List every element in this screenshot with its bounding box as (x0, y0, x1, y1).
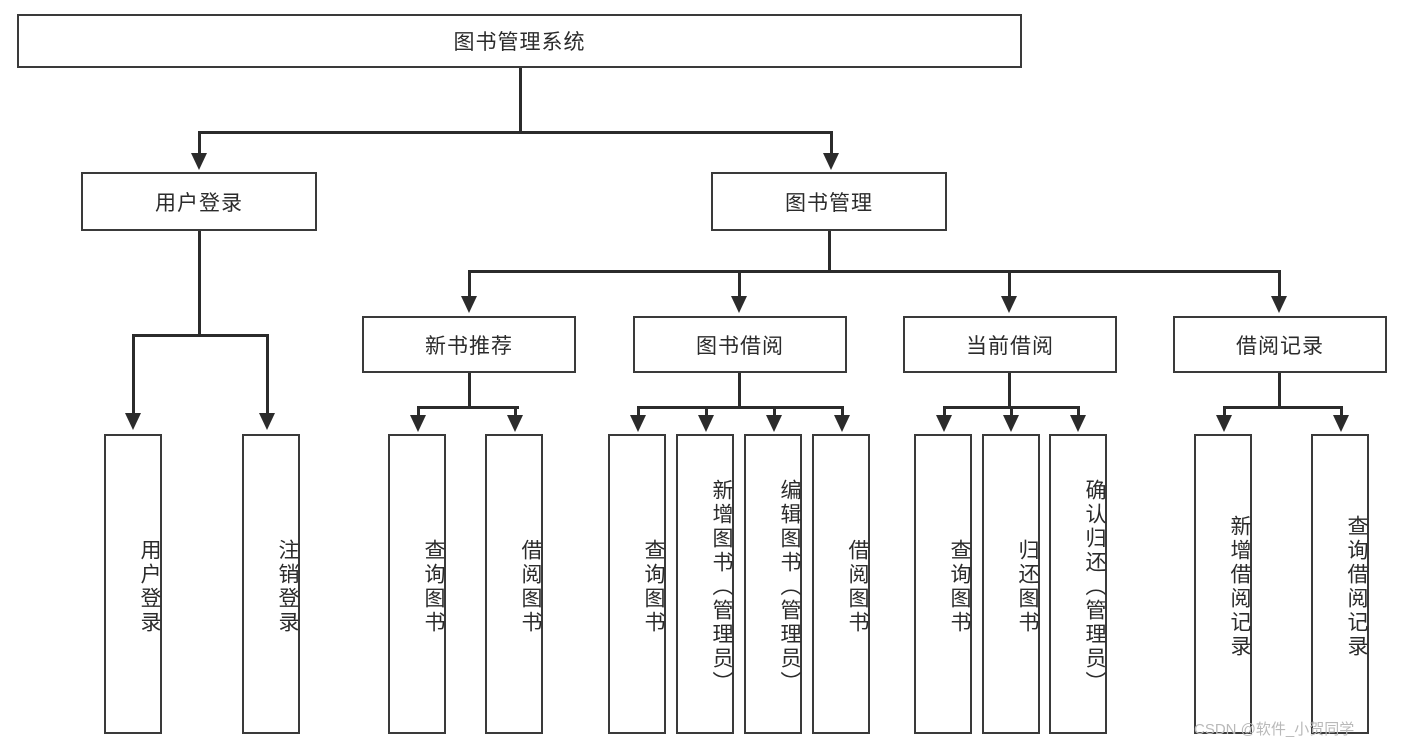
connector-bm-drop-2 (738, 270, 741, 298)
node-new-book-recommend[interactable]: 新书推荐 (362, 316, 576, 373)
leaf-cb-confirm-return-admin[interactable]: 确认归还（管理员） (1049, 434, 1107, 734)
arrow-br-leaf-1 (1216, 415, 1232, 432)
connector-user-login-drop-1 (132, 334, 135, 416)
arrow-bm-to-new-book-recommend (461, 296, 477, 313)
connector-book-management-bus (468, 270, 1280, 273)
leaf-nbr-query-book[interactable]: 查询图书 (388, 434, 446, 734)
node-label: 新书推荐 (425, 334, 513, 358)
leaf-label: 确认归还（管理员） (1083, 479, 1106, 695)
connector-bb-drop-3 (773, 406, 776, 418)
connector-cb-stem (1008, 373, 1011, 408)
leaf-bb-add-book-admin[interactable]: 新增图书（管理员） (676, 434, 734, 734)
connector-nbr-drop-2 (514, 406, 517, 418)
node-label: 图书借阅 (696, 334, 784, 358)
connector-root-bus (198, 131, 832, 134)
connector-root-to-book-management (830, 131, 833, 156)
arrow-bm-to-borrow-record (1271, 296, 1287, 313)
connector-bb-stem (738, 373, 741, 408)
leaf-user-login-signin[interactable]: 用户登录 (104, 434, 162, 734)
leaf-label: 查询图书 (422, 539, 445, 635)
arrow-cb-leaf-1 (936, 415, 952, 432)
connector-br-stem (1278, 373, 1281, 408)
arrow-cb-leaf-2 (1003, 415, 1019, 432)
arrow-bb-leaf-1 (630, 415, 646, 432)
leaf-label: 新增借阅记录 (1228, 515, 1251, 659)
connector-bm-drop-3 (1008, 270, 1011, 298)
node-label: 当前借阅 (966, 334, 1054, 358)
connector-book-management-stem (828, 231, 831, 272)
node-label: 图书管理系统 (453, 31, 586, 54)
leaf-cb-query-book[interactable]: 查询图书 (914, 434, 972, 734)
connector-nbr-stem (468, 373, 471, 408)
arrow-bm-to-current-borrow (1001, 296, 1017, 313)
node-current-borrow[interactable]: 当前借阅 (903, 316, 1117, 373)
node-book-management[interactable]: 图书管理 (711, 172, 947, 231)
connector-nbr-bus (417, 406, 519, 409)
connector-bb-drop-4 (841, 406, 844, 418)
arrow-user-login-leaf-1 (125, 413, 141, 430)
connector-cb-drop-3 (1077, 406, 1080, 418)
leaf-bb-edit-book-admin[interactable]: 编辑图书（管理员） (744, 434, 802, 734)
arrow-bm-to-book-borrow (731, 296, 747, 313)
leaf-label: 注销登录 (276, 539, 299, 635)
connector-nbr-drop-1 (417, 406, 420, 418)
connector-cb-drop-2 (1010, 406, 1013, 418)
connector-bm-drop-4 (1278, 270, 1281, 298)
leaf-label: 编辑图书（管理员） (778, 479, 801, 695)
connector-bb-drop-2 (705, 406, 708, 418)
connector-bb-drop-1 (637, 406, 640, 418)
leaf-label: 借阅图书 (519, 539, 542, 635)
connector-user-login-bus (132, 334, 266, 337)
arrow-cb-leaf-3 (1070, 415, 1086, 432)
arrow-bb-leaf-3 (766, 415, 782, 432)
connector-root-to-user-login (198, 131, 201, 156)
leaf-br-add-record[interactable]: 新增借阅记录 (1194, 434, 1252, 734)
node-label: 借阅记录 (1236, 334, 1324, 358)
connector-br-drop-2 (1340, 406, 1343, 418)
leaf-user-login-logout[interactable]: 注销登录 (242, 434, 300, 734)
connector-cb-drop-1 (943, 406, 946, 418)
leaf-label: 归还图书 (1016, 539, 1039, 635)
node-label: 图书管理 (785, 191, 873, 215)
arrow-nbr-leaf-1 (410, 415, 426, 432)
csdn-watermark: CSDN @软件_小贺同学 (1194, 721, 1355, 738)
connector-user-login-drop-2 (266, 334, 269, 416)
leaf-label: 借阅图书 (846, 539, 869, 635)
node-user-login[interactable]: 用户登录 (81, 172, 317, 231)
connector-user-login-stem (198, 231, 201, 336)
leaf-label: 查询图书 (642, 539, 665, 635)
leaf-label: 用户登录 (138, 539, 161, 635)
leaf-bb-borrow-book[interactable]: 借阅图书 (812, 434, 870, 734)
arrow-user-login-leaf-2 (259, 413, 275, 430)
leaf-cb-return-book[interactable]: 归还图书 (982, 434, 1040, 734)
node-root-book-management-system[interactable]: 图书管理系统 (17, 14, 1022, 68)
arrow-bb-leaf-4 (834, 415, 850, 432)
connector-bm-drop-1 (468, 270, 471, 298)
arrow-nbr-leaf-2 (507, 415, 523, 432)
arrow-br-leaf-2 (1333, 415, 1349, 432)
arrow-root-to-user-login (191, 153, 207, 170)
connector-br-drop-1 (1223, 406, 1226, 418)
node-borrow-record[interactable]: 借阅记录 (1173, 316, 1387, 373)
connector-br-bus (1223, 406, 1342, 409)
connector-root-stem (519, 68, 522, 133)
arrow-bb-leaf-2 (698, 415, 714, 432)
leaf-label: 新增图书（管理员） (710, 479, 733, 695)
leaf-br-query-record[interactable]: 查询借阅记录 (1311, 434, 1369, 734)
node-book-borrow[interactable]: 图书借阅 (633, 316, 847, 373)
node-label: 用户登录 (155, 191, 243, 215)
leaf-bb-query-book[interactable]: 查询图书 (608, 434, 666, 734)
connector-bb-bus (637, 406, 841, 409)
leaf-nbr-borrow-book[interactable]: 借阅图书 (485, 434, 543, 734)
leaf-label: 查询图书 (948, 539, 971, 635)
leaf-label: 查询借阅记录 (1345, 515, 1368, 659)
arrow-root-to-book-management (823, 153, 839, 170)
